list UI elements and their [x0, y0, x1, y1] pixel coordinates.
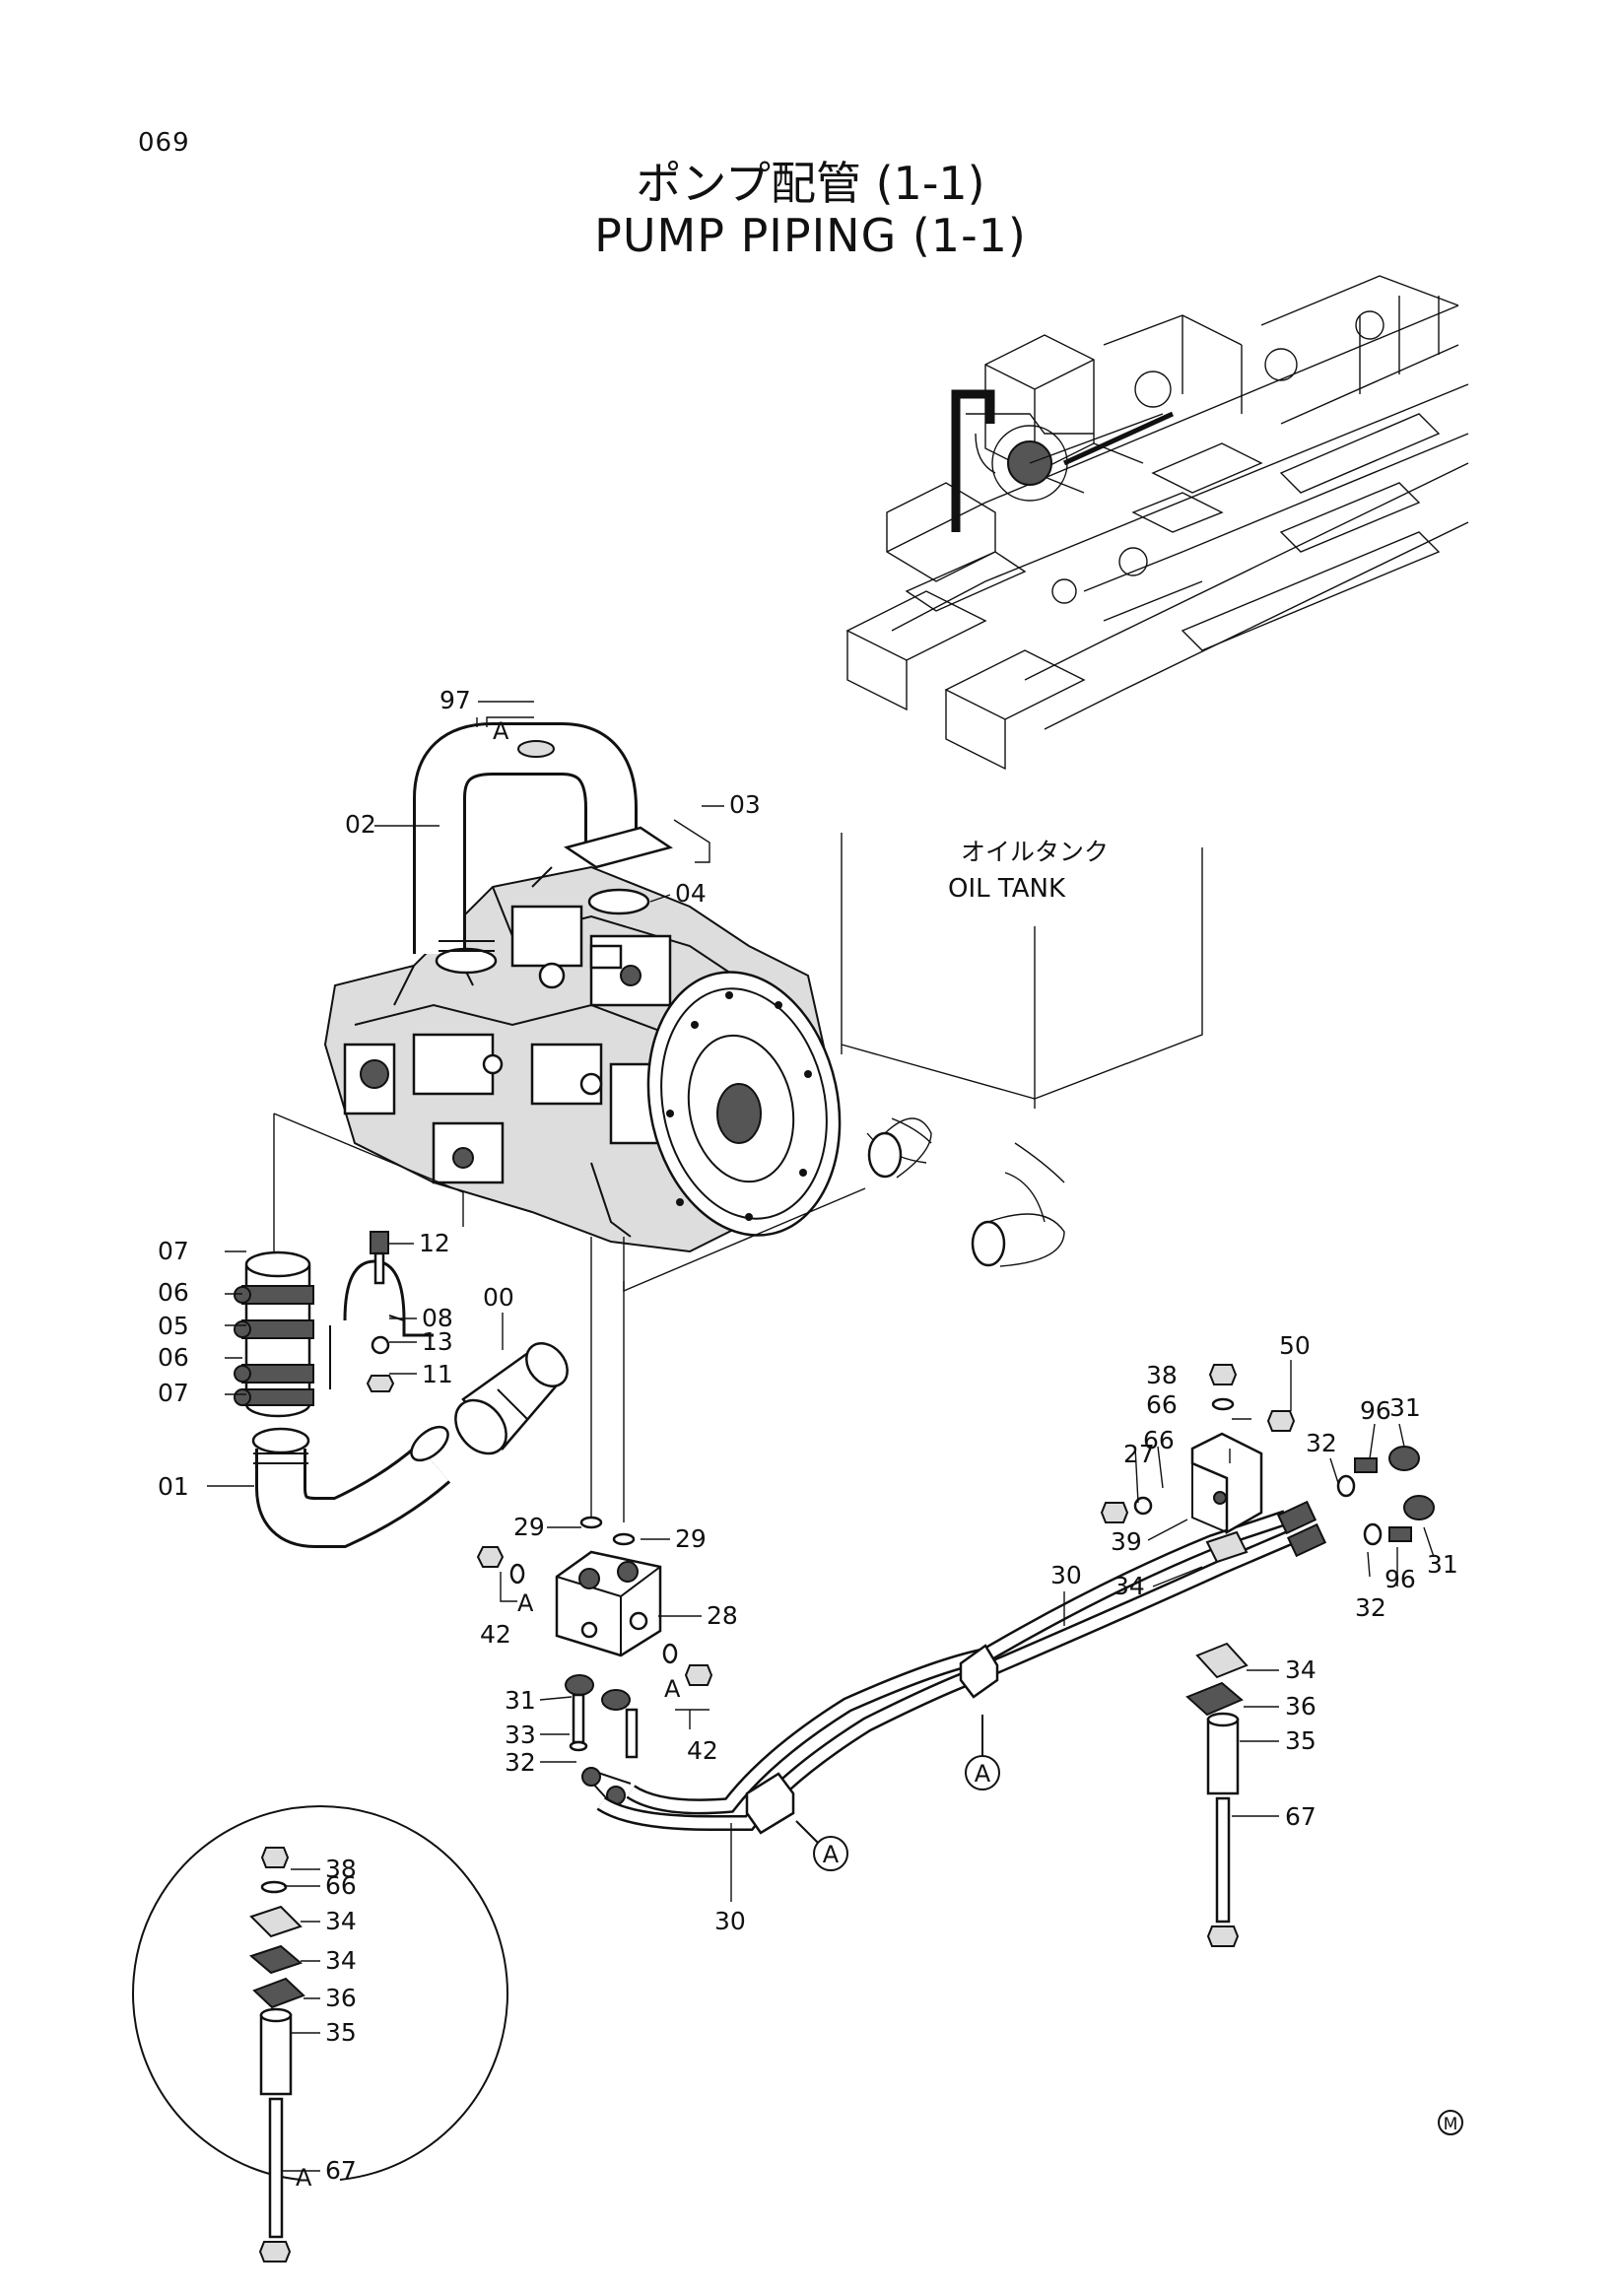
- section-a-label-1: A: [493, 717, 509, 745]
- callout-67-detail: 67: [325, 2156, 357, 2185]
- hose-05-with-clamps: [234, 1250, 314, 1418]
- callout-36-detail: 36: [325, 1984, 357, 2012]
- callout-08: 08: [422, 1304, 453, 1332]
- main-pump-assembly: [323, 865, 842, 1253]
- callout-31-bottom: 31: [1427, 1550, 1458, 1579]
- callout-66-right: 66: [1146, 1390, 1178, 1419]
- callout-33: 33: [505, 1721, 536, 1749]
- view-a-marker-1: A: [965, 1715, 1000, 1790]
- callout-67-stack: 67: [1285, 1802, 1317, 1831]
- oil-tank: [841, 833, 1203, 1267]
- callout-32-right-bottom: 32: [1355, 1593, 1386, 1622]
- callout-34-detail-a: 34: [325, 1907, 357, 1935]
- callout-06-bottom: 06: [158, 1343, 189, 1372]
- machine-frame-illustration: [845, 275, 1469, 771]
- callout-50: 50: [1279, 1331, 1311, 1360]
- callout-leaders: [207, 701, 1435, 2172]
- callout-28: 28: [707, 1601, 738, 1630]
- callout-66-detail: 66: [325, 1871, 357, 1900]
- callout-07-bottom: 07: [158, 1379, 189, 1407]
- section-a-label-3: A: [664, 1675, 681, 1703]
- callout-06-top: 06: [158, 1278, 189, 1307]
- callout-96-top: 96: [1360, 1396, 1391, 1425]
- callout-32-right-top: 32: [1306, 1429, 1337, 1457]
- callout-31-top: 31: [1389, 1393, 1421, 1422]
- callout-29-right: 29: [675, 1524, 707, 1553]
- callout-42-left: 42: [480, 1620, 511, 1649]
- svg-text:M: M: [1444, 2115, 1458, 2134]
- callout-34-right: 34: [1114, 1572, 1145, 1600]
- callout-numbers: 97 02 03 04 07 06 05 06 07 01 12 08 13 1…: [158, 686, 1458, 2185]
- callout-35-stack: 35: [1285, 1726, 1317, 1755]
- callout-04: 04: [675, 879, 707, 908]
- manifold-block-28: [476, 1516, 713, 1805]
- callout-39: 39: [1111, 1527, 1142, 1556]
- view-a-marker-2: A: [795, 1820, 848, 1871]
- callout-35-detail: 35: [325, 2018, 357, 2047]
- callout-34-stack: 34: [1285, 1655, 1317, 1684]
- callout-34-detail-b: 34: [325, 1946, 357, 1975]
- callout-38-right: 38: [1146, 1361, 1178, 1389]
- callout-96-bottom: 96: [1385, 1565, 1416, 1593]
- callout-03: 03: [729, 790, 761, 819]
- section-a-label-2: A: [517, 1589, 534, 1617]
- svg-text:A: A: [975, 1760, 991, 1788]
- callout-32-left: 32: [505, 1748, 536, 1777]
- callout-38-detail: 38: [325, 1855, 357, 1883]
- callout-02: 02: [345, 810, 376, 839]
- callout-07-top: 07: [158, 1237, 189, 1265]
- title-japanese: ポンプ配管 (1-1): [636, 157, 985, 210]
- svg-text:A: A: [823, 1841, 840, 1868]
- detail-view-a: [132, 1805, 508, 2262]
- oil-tank-label-ja: オイルタンク: [961, 838, 1109, 866]
- hoses-30: [596, 1500, 1327, 1835]
- callout-36-stack: 36: [1285, 1692, 1317, 1721]
- callout-30-upper: 30: [1050, 1561, 1082, 1589]
- title-english: PUMP PIPING (1-1): [594, 209, 1027, 262]
- oil-tank-label-en: OIL TANK: [948, 874, 1066, 904]
- callout-27: 27: [1123, 1440, 1155, 1468]
- callout-00: 00: [483, 1283, 514, 1312]
- callout-31-left: 31: [505, 1686, 536, 1715]
- clamp-08: [329, 1231, 434, 1392]
- page-number: 069: [138, 128, 190, 158]
- mark-m: M: [1438, 2110, 1463, 2135]
- callout-30-lower: 30: [714, 1907, 746, 1935]
- callout-66-mid: 66: [1143, 1426, 1175, 1454]
- callout-01: 01: [158, 1472, 189, 1501]
- detail-a-label: A: [296, 2164, 312, 2192]
- suction-pipe-02: [413, 722, 673, 975]
- coupling-sleeve-00: [454, 1342, 569, 1455]
- bracket-39-assembly: [1100, 1364, 1435, 1947]
- elbow-hose-01: [251, 1425, 451, 1548]
- callout-29-left: 29: [513, 1513, 545, 1541]
- callout-05: 05: [158, 1312, 189, 1340]
- callout-13: 13: [422, 1327, 453, 1356]
- callout-11: 11: [422, 1360, 453, 1388]
- callout-97: 97: [439, 686, 471, 714]
- callout-12: 12: [419, 1229, 450, 1257]
- frame-pump-highlight: [951, 389, 1175, 532]
- callout-42-right: 42: [687, 1736, 718, 1765]
